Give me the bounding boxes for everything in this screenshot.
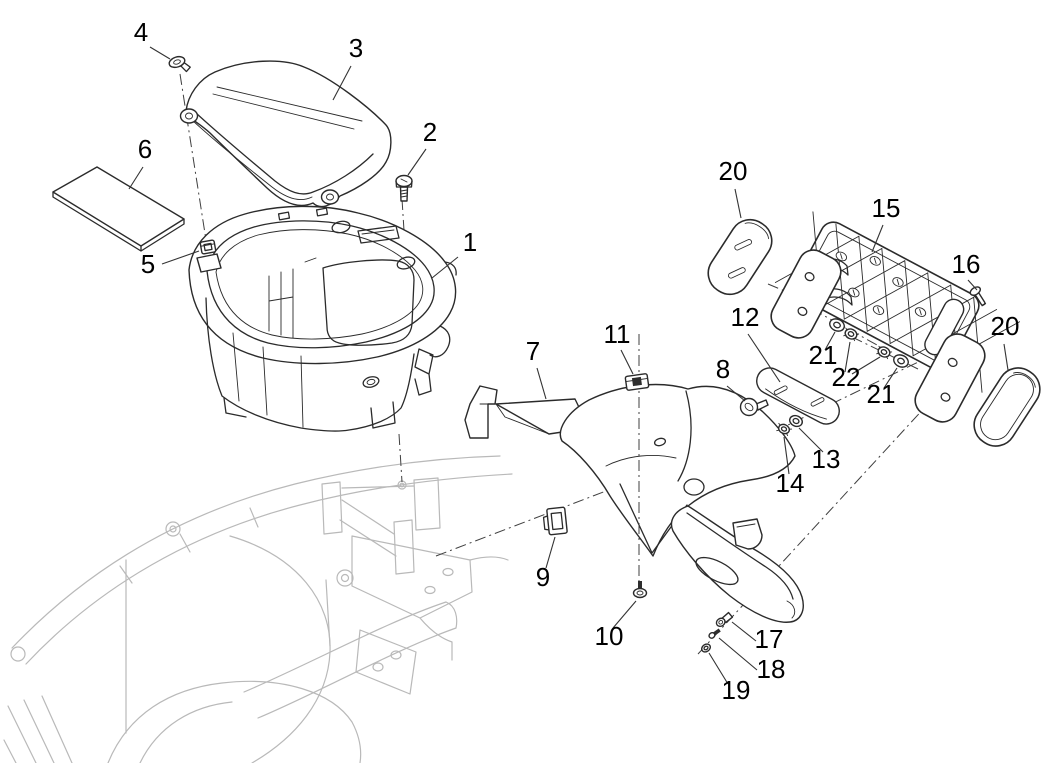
callout-leader-12 <box>747 333 781 383</box>
callout-leader-19 <box>708 652 729 685</box>
plate-left-bracket <box>770 249 842 339</box>
callout-label-1[interactable]: 1 <box>463 227 477 257</box>
callout-leader-6 <box>128 166 144 190</box>
part-2-screw <box>395 174 413 202</box>
part-21-washer-left <box>829 318 845 332</box>
callout-leader-9 <box>545 536 556 569</box>
callout-leader-1 <box>431 256 459 279</box>
part-22-nut-left <box>843 327 860 342</box>
callout-label-12[interactable]: 12 <box>731 302 760 332</box>
callout-leader-16 <box>967 279 978 291</box>
part-6-adhesive-sheet <box>52 166 185 252</box>
callout-label-10[interactable]: 10 <box>595 621 624 651</box>
callout-label-4[interactable]: 4 <box>134 17 148 47</box>
callout-leader-8 <box>726 385 746 402</box>
callout-leader-15 <box>871 224 884 253</box>
part-20-rubber-pad-upper <box>707 218 773 296</box>
callout-label-17[interactable]: 17 <box>755 624 784 654</box>
plate-right-bracket <box>914 333 986 423</box>
part-10-screw <box>632 581 648 599</box>
part-20-rubber-pad-lower <box>973 367 1041 447</box>
part-16-screw <box>969 286 987 307</box>
part-9-clip <box>542 506 568 536</box>
callout-label-2[interactable]: 2 <box>423 117 437 147</box>
callout-label-21[interactable]: 21 <box>809 340 838 370</box>
callout-leader-22 <box>844 341 851 373</box>
part-7-rear-mudguard <box>464 383 804 623</box>
callout-label-6[interactable]: 6 <box>138 134 152 164</box>
callout-leader-21 <box>883 367 898 389</box>
callout-leader-22 <box>851 356 881 375</box>
part-3-compartment-cover <box>179 60 392 208</box>
callout-label-15[interactable]: 15 <box>872 193 901 223</box>
callout-label-8[interactable]: 8 <box>716 354 730 384</box>
part-12-spacer-plate <box>756 367 840 425</box>
callout-leader-4 <box>149 46 171 60</box>
callout-leader-7 <box>536 367 547 400</box>
part-13-washer <box>788 414 804 428</box>
callout-label-11[interactable]: 11 <box>604 319 631 349</box>
callout-label-9[interactable]: 9 <box>536 562 550 592</box>
part-1-helmet-compartment <box>188 205 457 432</box>
part-21-washer-right <box>893 354 909 368</box>
callout-leader-21 <box>824 331 836 351</box>
part-11-clip-nut <box>624 373 650 391</box>
callout-label-22[interactable]: 22 <box>832 362 861 392</box>
vehicle-frame-phantom <box>3 455 513 763</box>
callout-leader-2 <box>407 148 427 176</box>
callout-leader-17 <box>731 621 757 642</box>
callout-label-14[interactable]: 14 <box>776 468 805 498</box>
callout-leader-10 <box>612 600 637 629</box>
callout-label-20[interactable]: 20 <box>719 156 748 186</box>
callout-leader-20 <box>1003 343 1009 371</box>
callout-label-19[interactable]: 19 <box>722 675 751 705</box>
part-14-nut <box>776 422 793 437</box>
part-4-screw <box>168 55 191 73</box>
callout-leader-5 <box>161 250 200 265</box>
callout-leader-14 <box>783 436 790 475</box>
part-5-clip-nut <box>199 239 217 255</box>
callout-label-13[interactable]: 13 <box>812 444 841 474</box>
part-17-rivet <box>715 611 734 628</box>
callout-label-18[interactable]: 18 <box>757 654 786 684</box>
callout-label-20[interactable]: 20 <box>991 311 1020 341</box>
part-8-screw <box>739 397 769 417</box>
callout-leader-18 <box>718 637 758 671</box>
callout-label-3[interactable]: 3 <box>349 33 363 63</box>
callout-leader-11 <box>620 349 634 375</box>
part-19-washer <box>701 643 711 653</box>
callout-label-21[interactable]: 21 <box>867 379 896 409</box>
part-18-pin <box>708 628 721 639</box>
part-22-nut-right <box>876 345 893 360</box>
callout-leader-20 <box>734 188 742 219</box>
callout-leader-3 <box>332 65 352 101</box>
callout-label-5[interactable]: 5 <box>141 249 155 279</box>
callout-label-16[interactable]: 16 <box>952 249 981 279</box>
callout-label-7[interactable]: 7 <box>526 336 540 366</box>
callout-leader-13 <box>798 427 824 453</box>
part-15-plate-holder-grid <box>770 211 1021 423</box>
